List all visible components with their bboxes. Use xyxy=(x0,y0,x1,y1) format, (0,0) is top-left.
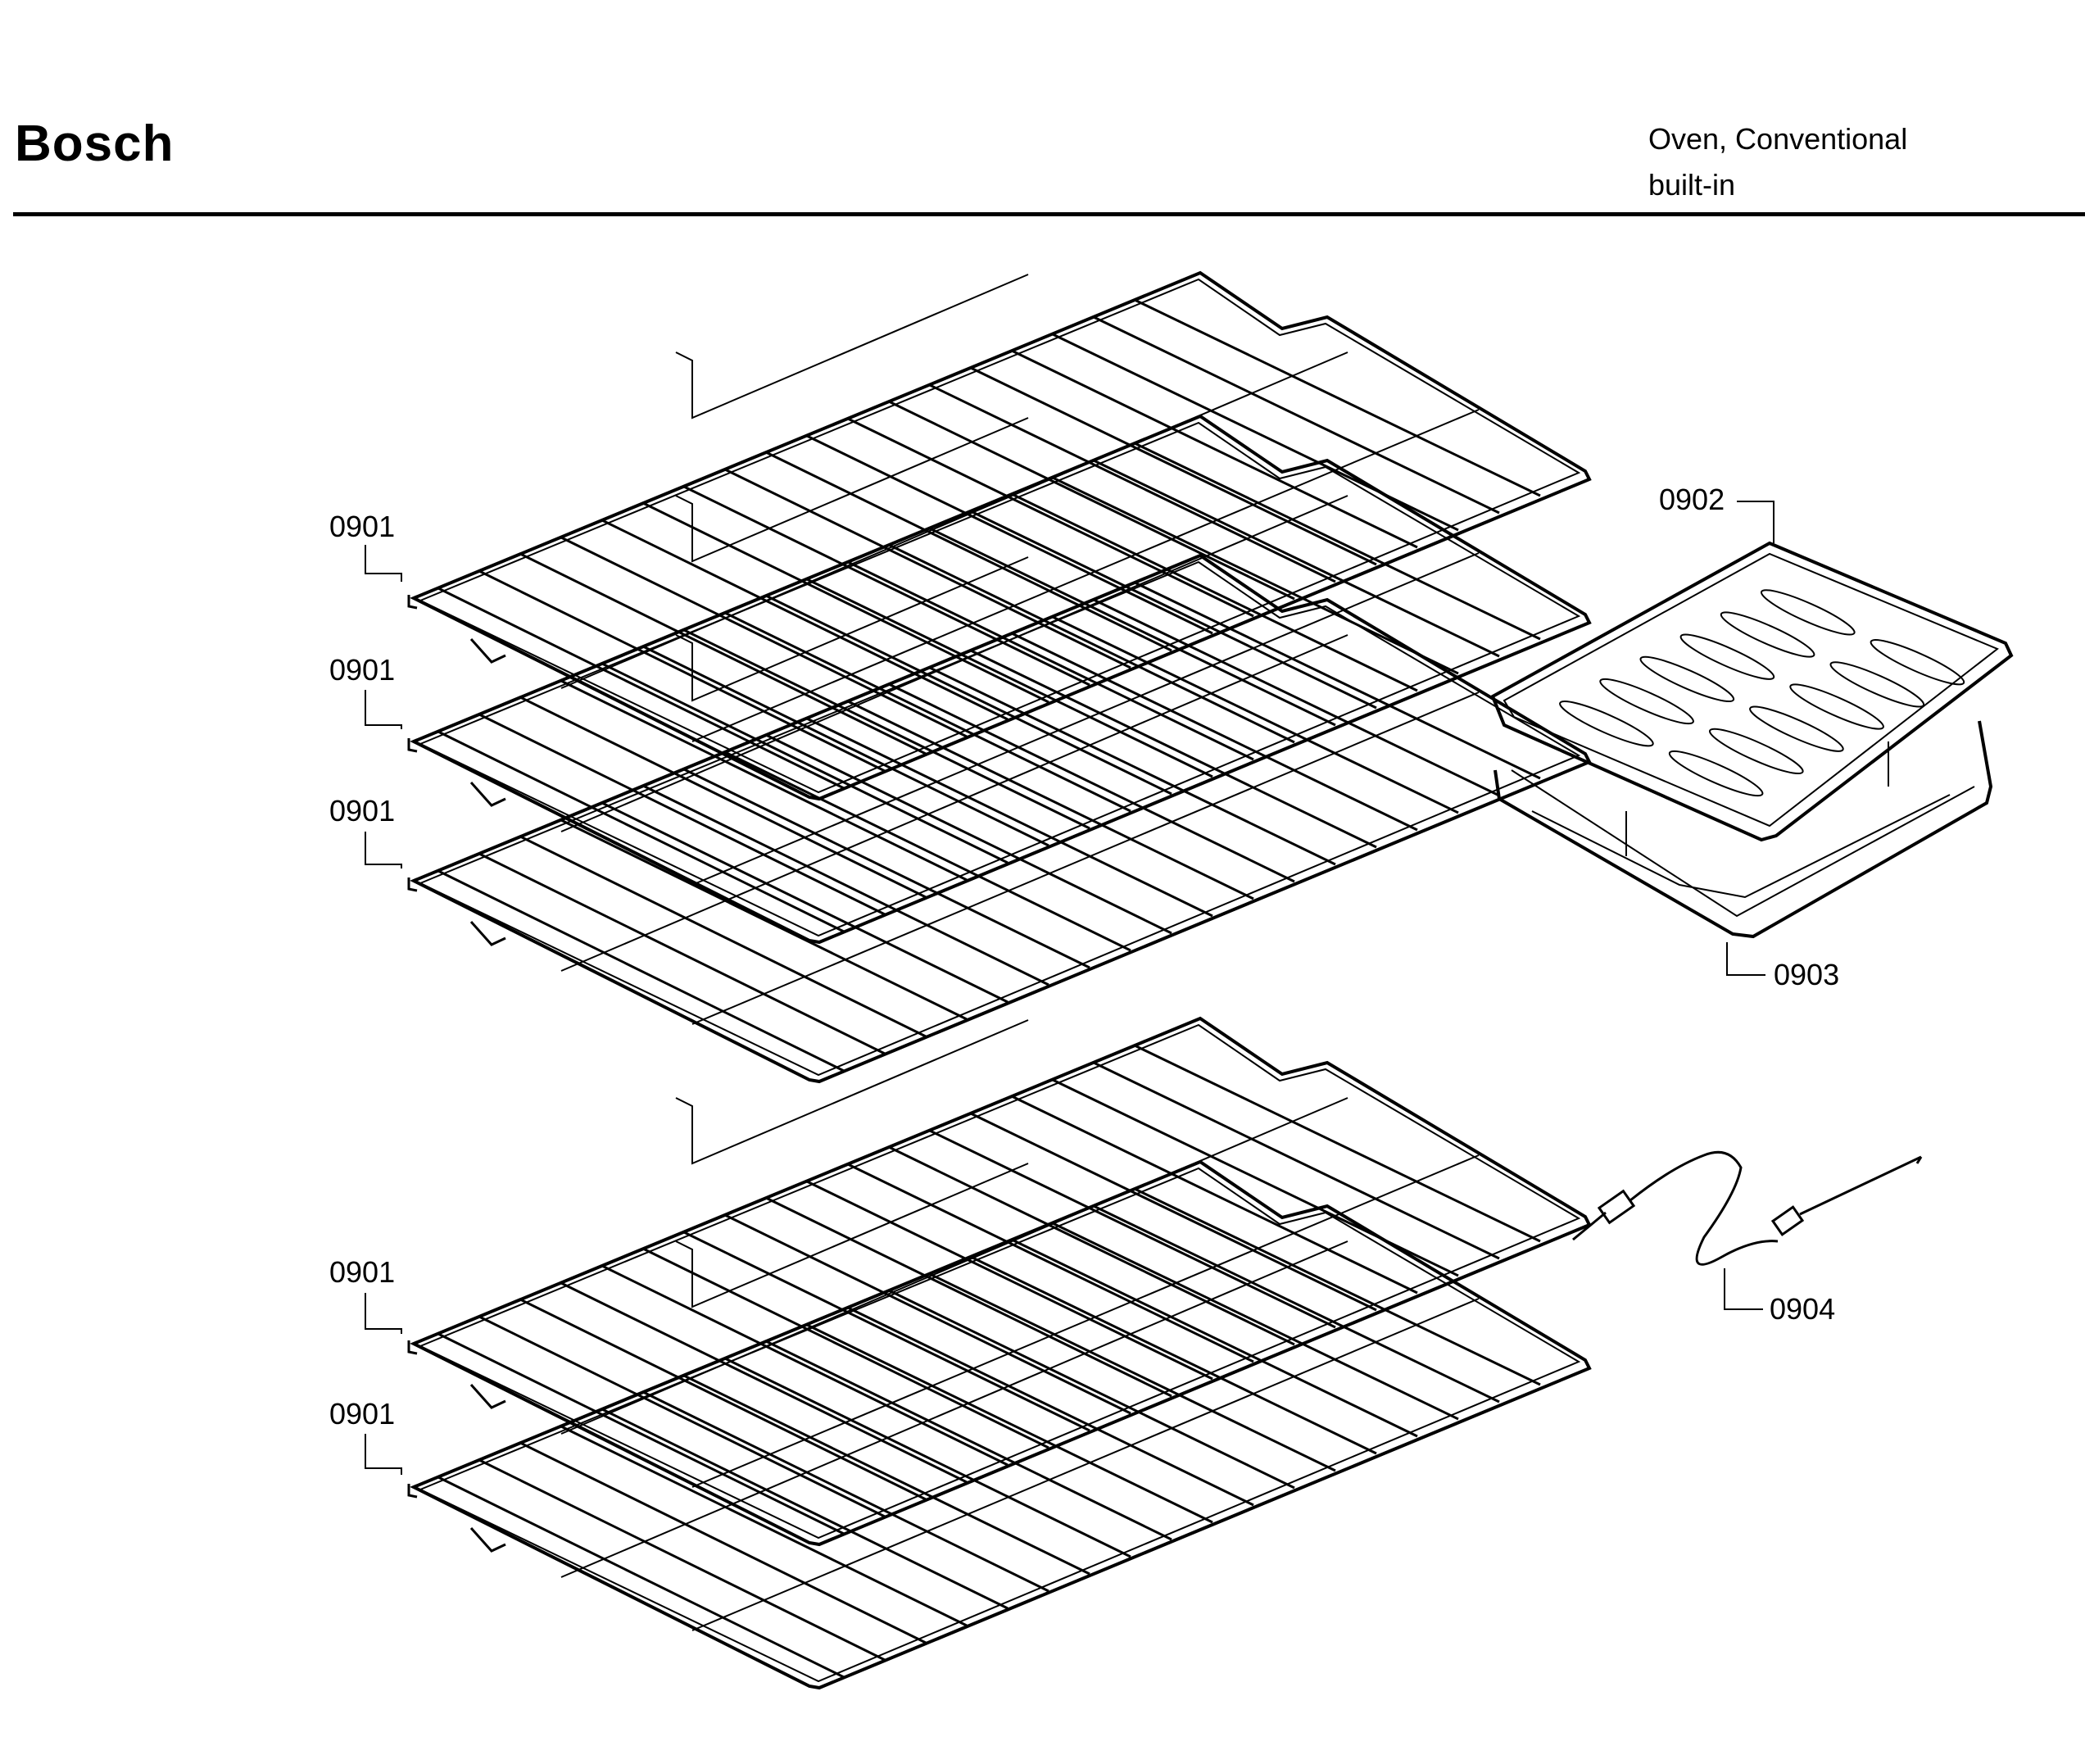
callout-rack-3: 0901 xyxy=(329,794,395,828)
meat-probe-drawing xyxy=(1572,1150,1923,1266)
broil-grid-slot xyxy=(1749,705,1844,752)
broil-grid-slot xyxy=(1639,655,1735,703)
callout-rack-5: 0901 xyxy=(329,1397,395,1431)
title-line-2: built-in xyxy=(1648,168,1736,202)
callout-broil-pan: 0903 xyxy=(1774,958,1839,991)
broil-grid-slot xyxy=(1708,728,1804,775)
header-divider xyxy=(13,212,2085,216)
callout-rack-4: 0901 xyxy=(329,1255,395,1289)
broil-grid-slot xyxy=(1720,611,1815,658)
broil-grid-slot xyxy=(1870,639,1965,686)
callout-rack-2: 0901 xyxy=(329,653,395,687)
broil-grid-slot xyxy=(1559,701,1654,747)
callout-rack-1: 0901 xyxy=(329,510,395,543)
broil-grid-slot xyxy=(1679,633,1775,680)
broil-grid-slot xyxy=(1760,589,1856,636)
diagram-title: Oven, Conventional built-in xyxy=(1648,116,1907,208)
broil-grid-slot xyxy=(1829,661,1925,708)
title-line-1: Oven, Conventional xyxy=(1648,122,1908,156)
brand-name: Bosch xyxy=(15,116,175,172)
broil-grid-slot xyxy=(1668,750,1764,797)
broil-grid-slot xyxy=(1599,678,1694,725)
callout-meat-probe: 0904 xyxy=(1770,1292,1835,1326)
broil-grid-slot xyxy=(1789,683,1884,730)
callout-broil-grid: 0902 xyxy=(1659,483,1725,516)
